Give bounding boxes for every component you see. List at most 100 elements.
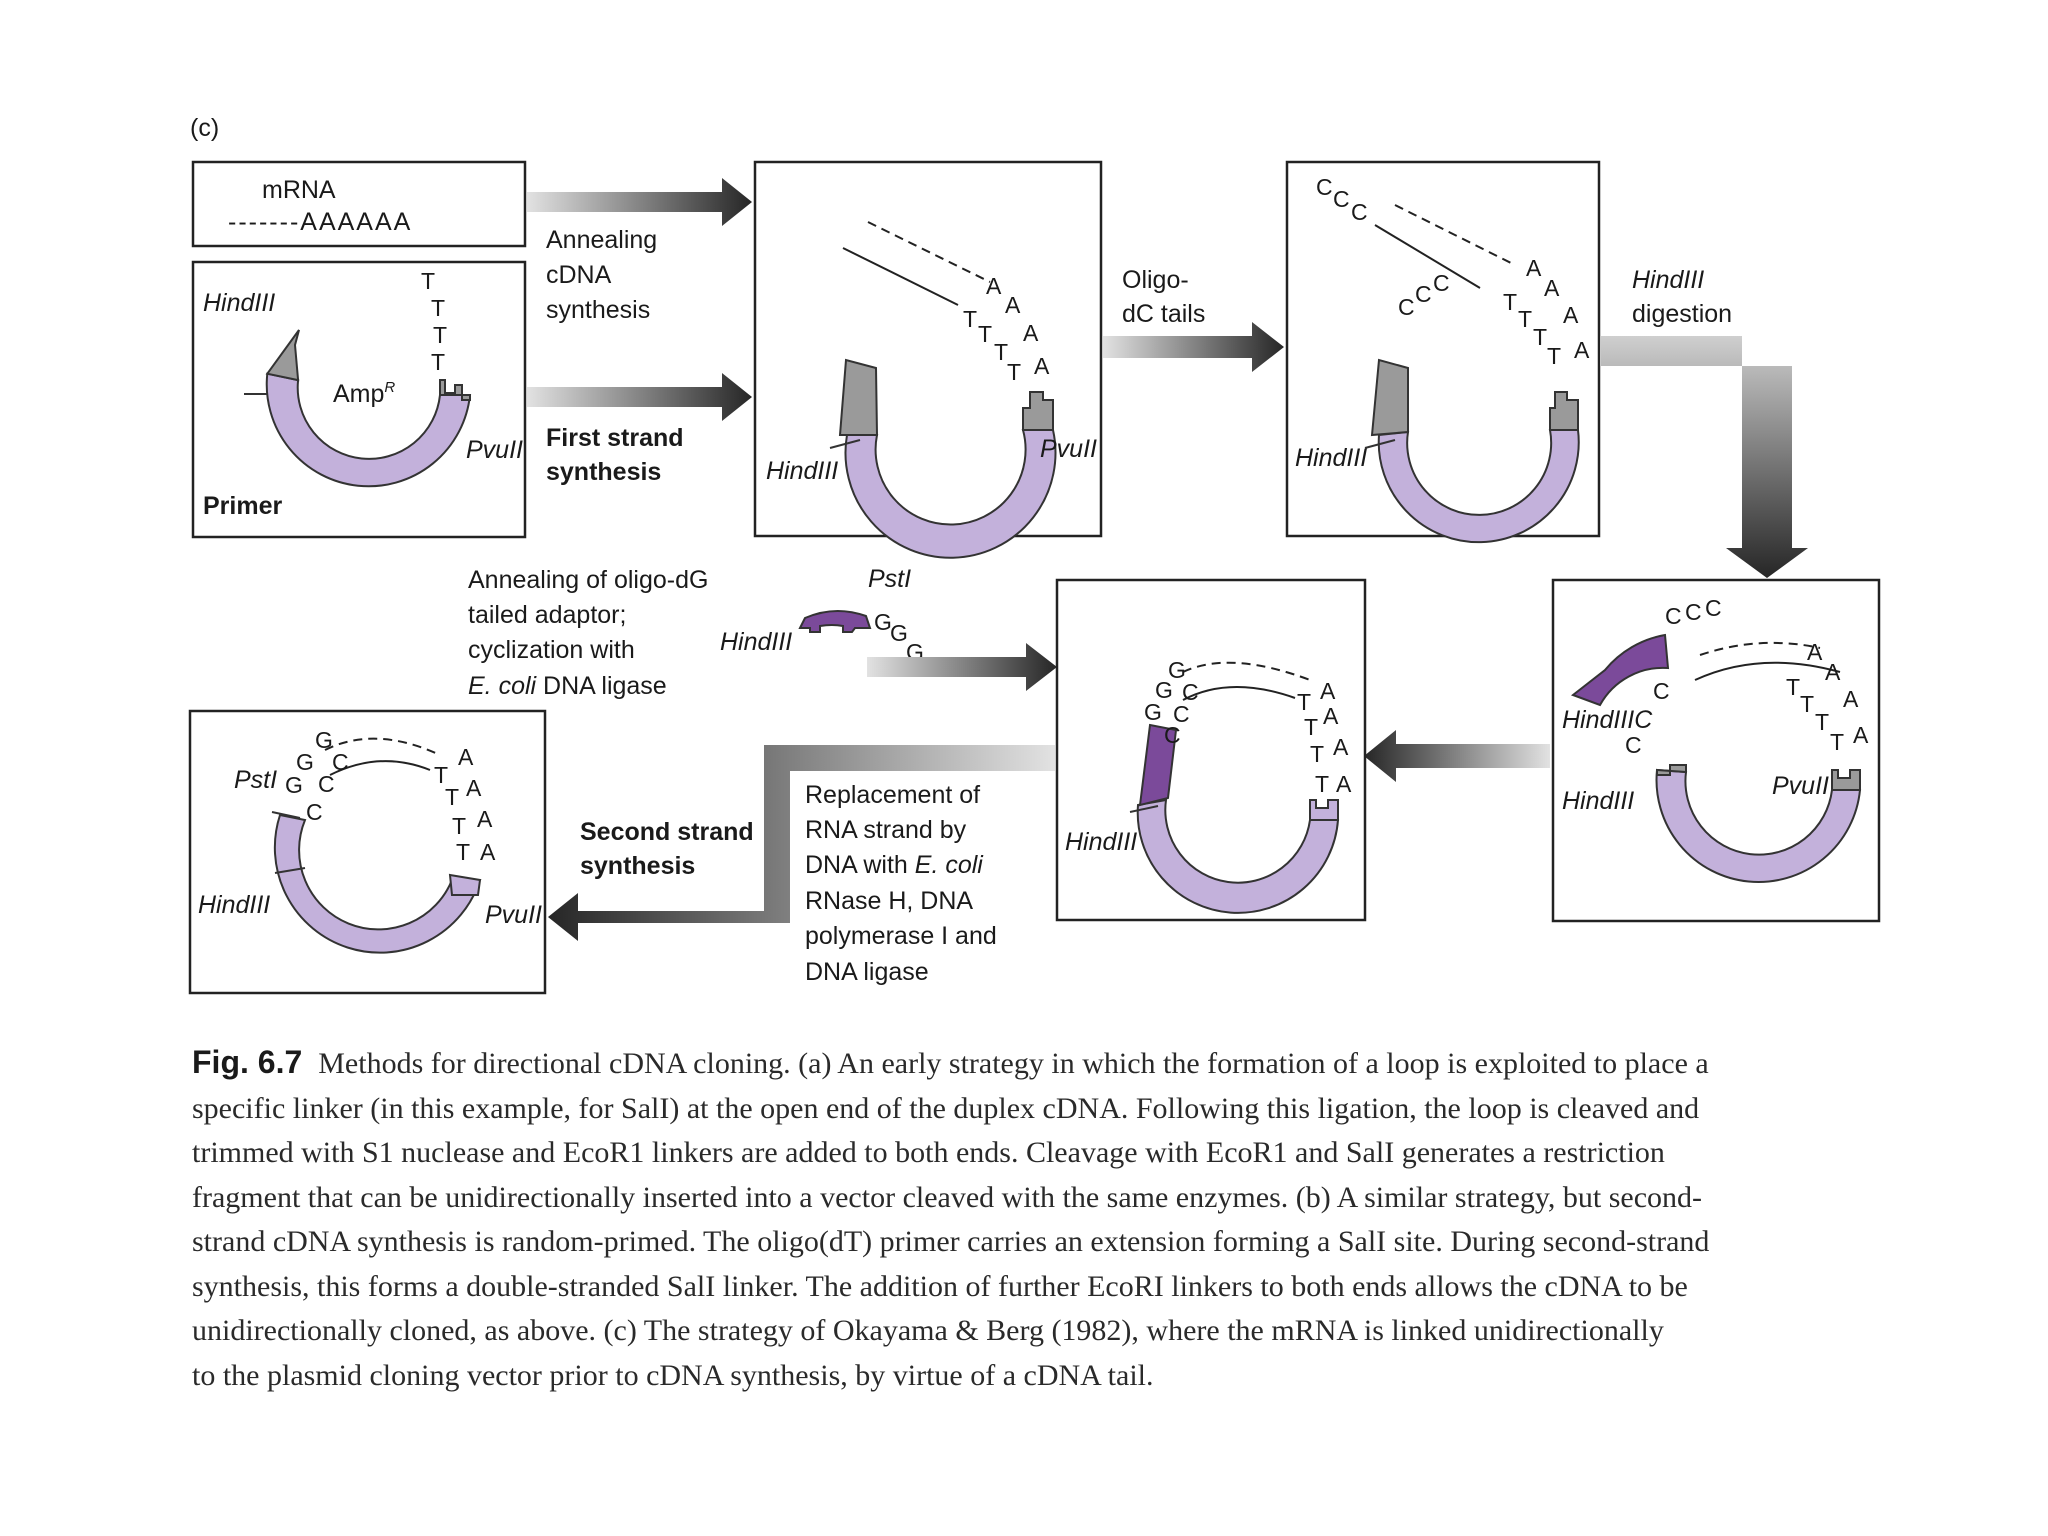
svg-text:A: A xyxy=(1526,255,1542,281)
caption-line: synthesis, this forms a double-stranded … xyxy=(192,1269,1688,1303)
poly-a-tail: -------AAAAAA xyxy=(228,208,412,236)
oligo-step-label: Oligo- xyxy=(1122,266,1189,294)
svg-text:A: A xyxy=(480,839,496,865)
adaptor-step-label: Annealing of oligo-dG tailed adaptor; cy… xyxy=(468,566,708,700)
svg-text:Annealing of oligo-dG: Annealing of oligo-dG xyxy=(468,566,708,594)
digested-box: HindIIIC HindIII PvuII C C C C C A A A A… xyxy=(1551,578,1881,923)
svg-text:G: G xyxy=(890,620,908,646)
arrow-to-cyclized xyxy=(1364,730,1550,782)
svg-text:PvuII: PvuII xyxy=(1772,772,1829,800)
ampr-label: AmpR xyxy=(333,379,395,408)
svg-text:A: A xyxy=(1320,678,1336,704)
svg-text:A: A xyxy=(1574,337,1590,363)
caption-line: unidirectionally cloned, as above. (c) T… xyxy=(192,1314,1664,1347)
caption-line: fragment that can be unidirectionally in… xyxy=(192,1180,1703,1214)
hindiii-digest-label-2: digestion xyxy=(1632,300,1732,328)
svg-text:cDNA: cDNA xyxy=(546,261,612,289)
mrna-label: mRNA xyxy=(262,176,336,204)
svg-text:C: C xyxy=(1705,595,1722,621)
pvuii-label: PvuII xyxy=(466,436,523,464)
arrow-first-strand xyxy=(527,373,752,421)
svg-text:T: T xyxy=(456,839,470,865)
svg-text:PvuII: PvuII xyxy=(1040,435,1097,463)
svg-text:PstI: PstI xyxy=(868,565,911,593)
svg-text:C: C xyxy=(1316,174,1333,200)
svg-text:tailed adaptor;: tailed adaptor; xyxy=(468,601,626,629)
svg-text:A: A xyxy=(1336,771,1352,797)
svg-text:T: T xyxy=(1830,729,1844,755)
svg-text:HindIIIC: HindIIIC xyxy=(1562,706,1653,734)
svg-text:G: G xyxy=(1144,699,1162,725)
svg-text:A: A xyxy=(466,775,482,801)
pvuii-stub xyxy=(439,379,471,401)
svg-text:G: G xyxy=(1155,677,1173,703)
svg-text:HindIII: HindIII xyxy=(1295,444,1367,472)
svg-text:T: T xyxy=(1503,289,1517,315)
svg-text:C: C xyxy=(1164,722,1181,748)
oligo-step-label-2: dC tails xyxy=(1122,300,1205,328)
mrna-box: mRNA -------AAAAAA xyxy=(191,160,527,248)
svg-text:RNase H, DNA: RNase H, DNA xyxy=(805,887,973,915)
svg-text:A: A xyxy=(1843,686,1859,712)
svg-text:T: T xyxy=(433,322,447,348)
svg-text:PvuII: PvuII xyxy=(485,901,542,929)
svg-text:C: C xyxy=(1625,732,1642,758)
svg-text:T: T xyxy=(421,268,435,294)
svg-text:T: T xyxy=(1547,343,1561,369)
svg-text:synthesis: synthesis xyxy=(546,458,661,486)
svg-text:C: C xyxy=(1173,701,1190,727)
caption-line: specific linker (in this example, for Sa… xyxy=(192,1091,1700,1125)
svg-text:C: C xyxy=(1333,186,1350,212)
svg-text:A: A xyxy=(477,806,493,832)
primer-label: Primer xyxy=(203,492,282,520)
svg-text:HindIII: HindIII xyxy=(1562,787,1634,815)
svg-text:T: T xyxy=(963,306,977,332)
final-cdna-clone-box: PstI HindIII PvuII G G G C C C A A A A T… xyxy=(188,709,547,995)
svg-text:Replacement of: Replacement of xyxy=(805,781,980,809)
caption-line: strand cDNA synthesis is random-primed. … xyxy=(192,1225,1710,1258)
panel-label: (c) xyxy=(190,114,219,142)
svg-text:A: A xyxy=(1333,734,1349,760)
svg-text:T: T xyxy=(1315,771,1329,797)
svg-text:C: C xyxy=(1351,199,1368,225)
replacement-step-label: Replacement of RNA strand by DNA with E.… xyxy=(805,781,997,986)
svg-text:A: A xyxy=(1807,639,1823,665)
svg-text:HindIII: HindIII xyxy=(766,457,838,485)
svg-text:A: A xyxy=(986,273,1002,299)
svg-text:Annealing: Annealing xyxy=(546,226,657,254)
svg-text:C: C xyxy=(1182,679,1199,705)
svg-text:polymerase I and: polymerase I and xyxy=(805,922,997,950)
svg-text:RNA strand by: RNA strand by xyxy=(805,816,967,844)
dc-tailed-box: HindIII C C C C C C A A A A T T T T xyxy=(1285,160,1601,544)
svg-text:A: A xyxy=(458,744,474,770)
figure-number: Fig. 6.7 xyxy=(192,1044,303,1080)
svg-text:A: A xyxy=(1323,703,1339,729)
caption-line: to the plasmid cloning vector prior to c… xyxy=(192,1358,1154,1392)
svg-text:C: C xyxy=(332,749,349,775)
svg-text:E. coli DNA ligase: E. coli DNA ligase xyxy=(468,672,667,700)
svg-text:A: A xyxy=(1034,353,1050,379)
svg-text:T: T xyxy=(431,349,445,375)
svg-text:A: A xyxy=(1853,722,1869,748)
svg-text:synthesis: synthesis xyxy=(546,296,650,324)
hindiii-digest-label: HindIII xyxy=(1632,266,1704,294)
svg-text:T: T xyxy=(1533,324,1547,350)
svg-text:Second strand: Second strand xyxy=(580,818,754,846)
svg-text:T: T xyxy=(1786,674,1800,700)
svg-text:G: G xyxy=(296,749,314,775)
svg-text:cyclization with: cyclization with xyxy=(468,636,635,664)
arrow-annealing xyxy=(527,178,752,226)
svg-text:A: A xyxy=(1023,320,1039,346)
svg-text:HindIII: HindIII xyxy=(720,628,792,656)
svg-text:T: T xyxy=(445,784,459,810)
svg-text:DNA with E. coli: DNA with E. coli xyxy=(805,851,984,879)
hindiii-fragment xyxy=(265,329,300,382)
cyclized-box: HindIII G G G C C C A A A A T T T T xyxy=(1055,578,1367,922)
svg-text:T: T xyxy=(434,762,448,788)
svg-text:C: C xyxy=(1398,294,1415,320)
svg-text:HindIII: HindIII xyxy=(1065,828,1137,856)
svg-text:T: T xyxy=(1310,741,1324,767)
svg-text:C: C xyxy=(1665,603,1682,629)
